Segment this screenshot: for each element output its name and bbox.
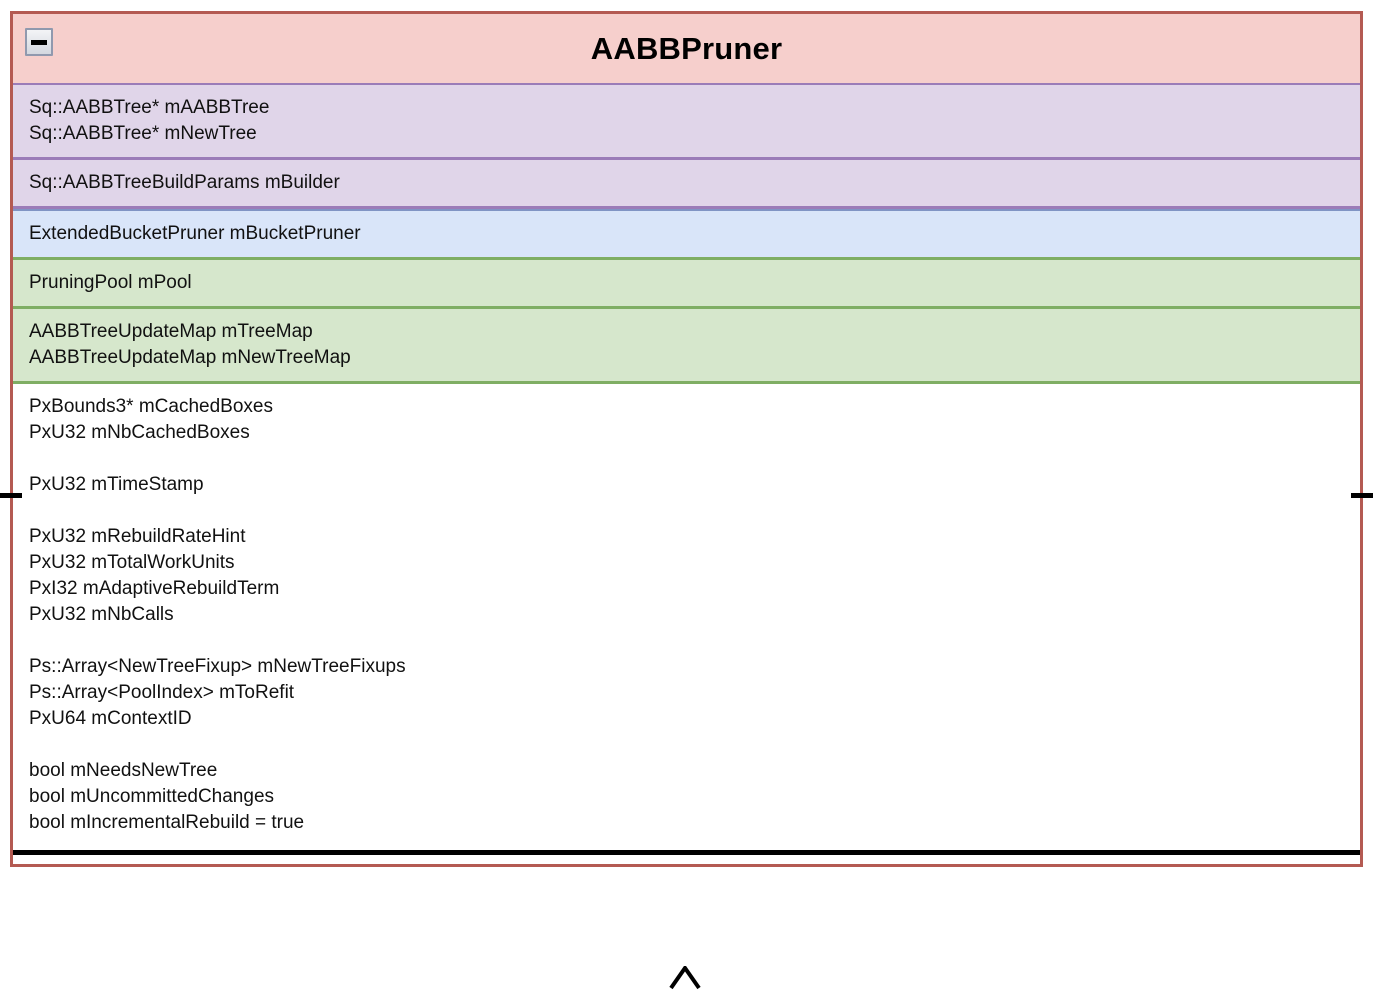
attribute-line: PxU32 mTimeStamp [29,474,204,495]
class-header: AABBPruner [13,14,1360,85]
collapse-toggle-button[interactable] [25,28,53,56]
attribute-line: bool mUncommittedChanges [29,786,275,807]
attribute-line: bool mNeedsNewTree [29,760,218,781]
spacer-line [29,498,1346,524]
attribute-line: PxBounds3* mCachedBoxes [29,396,273,417]
attribute-line: bool mIncrementalRebuild = true [29,812,305,833]
compartment-build-params: Sq::AABBTreeBuildParams mBuilder [13,160,1360,209]
attribute-line: AABBTreeUpdateMap mNewTreeMap [29,347,351,368]
right-connection-stub[interactable] [1351,493,1373,498]
attribute-line: Sq::AABBTree* mAABBTree [29,97,270,118]
attribute-line: AABBTreeUpdateMap mTreeMap [29,321,313,342]
attribute-line: PxU32 mRebuildRateHint [29,526,246,547]
attribute-line: Ps::Array<PoolIndex> mToRefit [29,682,295,703]
attribute-line: Ps::Array<NewTreeFixup> mNewTreeFixups [29,656,406,677]
attribute-line: PxU64 mContextID [29,708,192,729]
compartment-bucket-pruner: ExtendedBucketPruner mBucketPruner [13,209,1360,260]
attribute-line: PxI32 mAdaptiveRebuildTerm [29,578,280,599]
attribute-line: PruningPool mPool [29,272,192,293]
class-title: AABBPruner [590,31,783,66]
spacer-line [29,446,1346,472]
attribute-line: PxU32 mNbCachedBoxes [29,422,250,443]
attribute-line: Sq::AABBTree* mNewTree [29,123,257,144]
attribute-line: ExtendedBucketPruner mBucketPruner [29,223,361,244]
minus-icon [31,39,47,45]
attribute-line: PxU32 mTotalWorkUnits [29,552,235,573]
bottom-strip [13,855,1360,864]
attribute-line: Sq::AABBTreeBuildParams mBuilder [29,172,340,193]
attribute-line: PxU32 mNbCalls [29,604,174,625]
compartment-pruning-pool: PruningPool mPool [13,260,1360,309]
spacer-line [29,628,1346,654]
left-connection-stub[interactable] [0,493,22,498]
generalization-arrow-icon [669,966,701,990]
spacer-line [29,732,1346,758]
